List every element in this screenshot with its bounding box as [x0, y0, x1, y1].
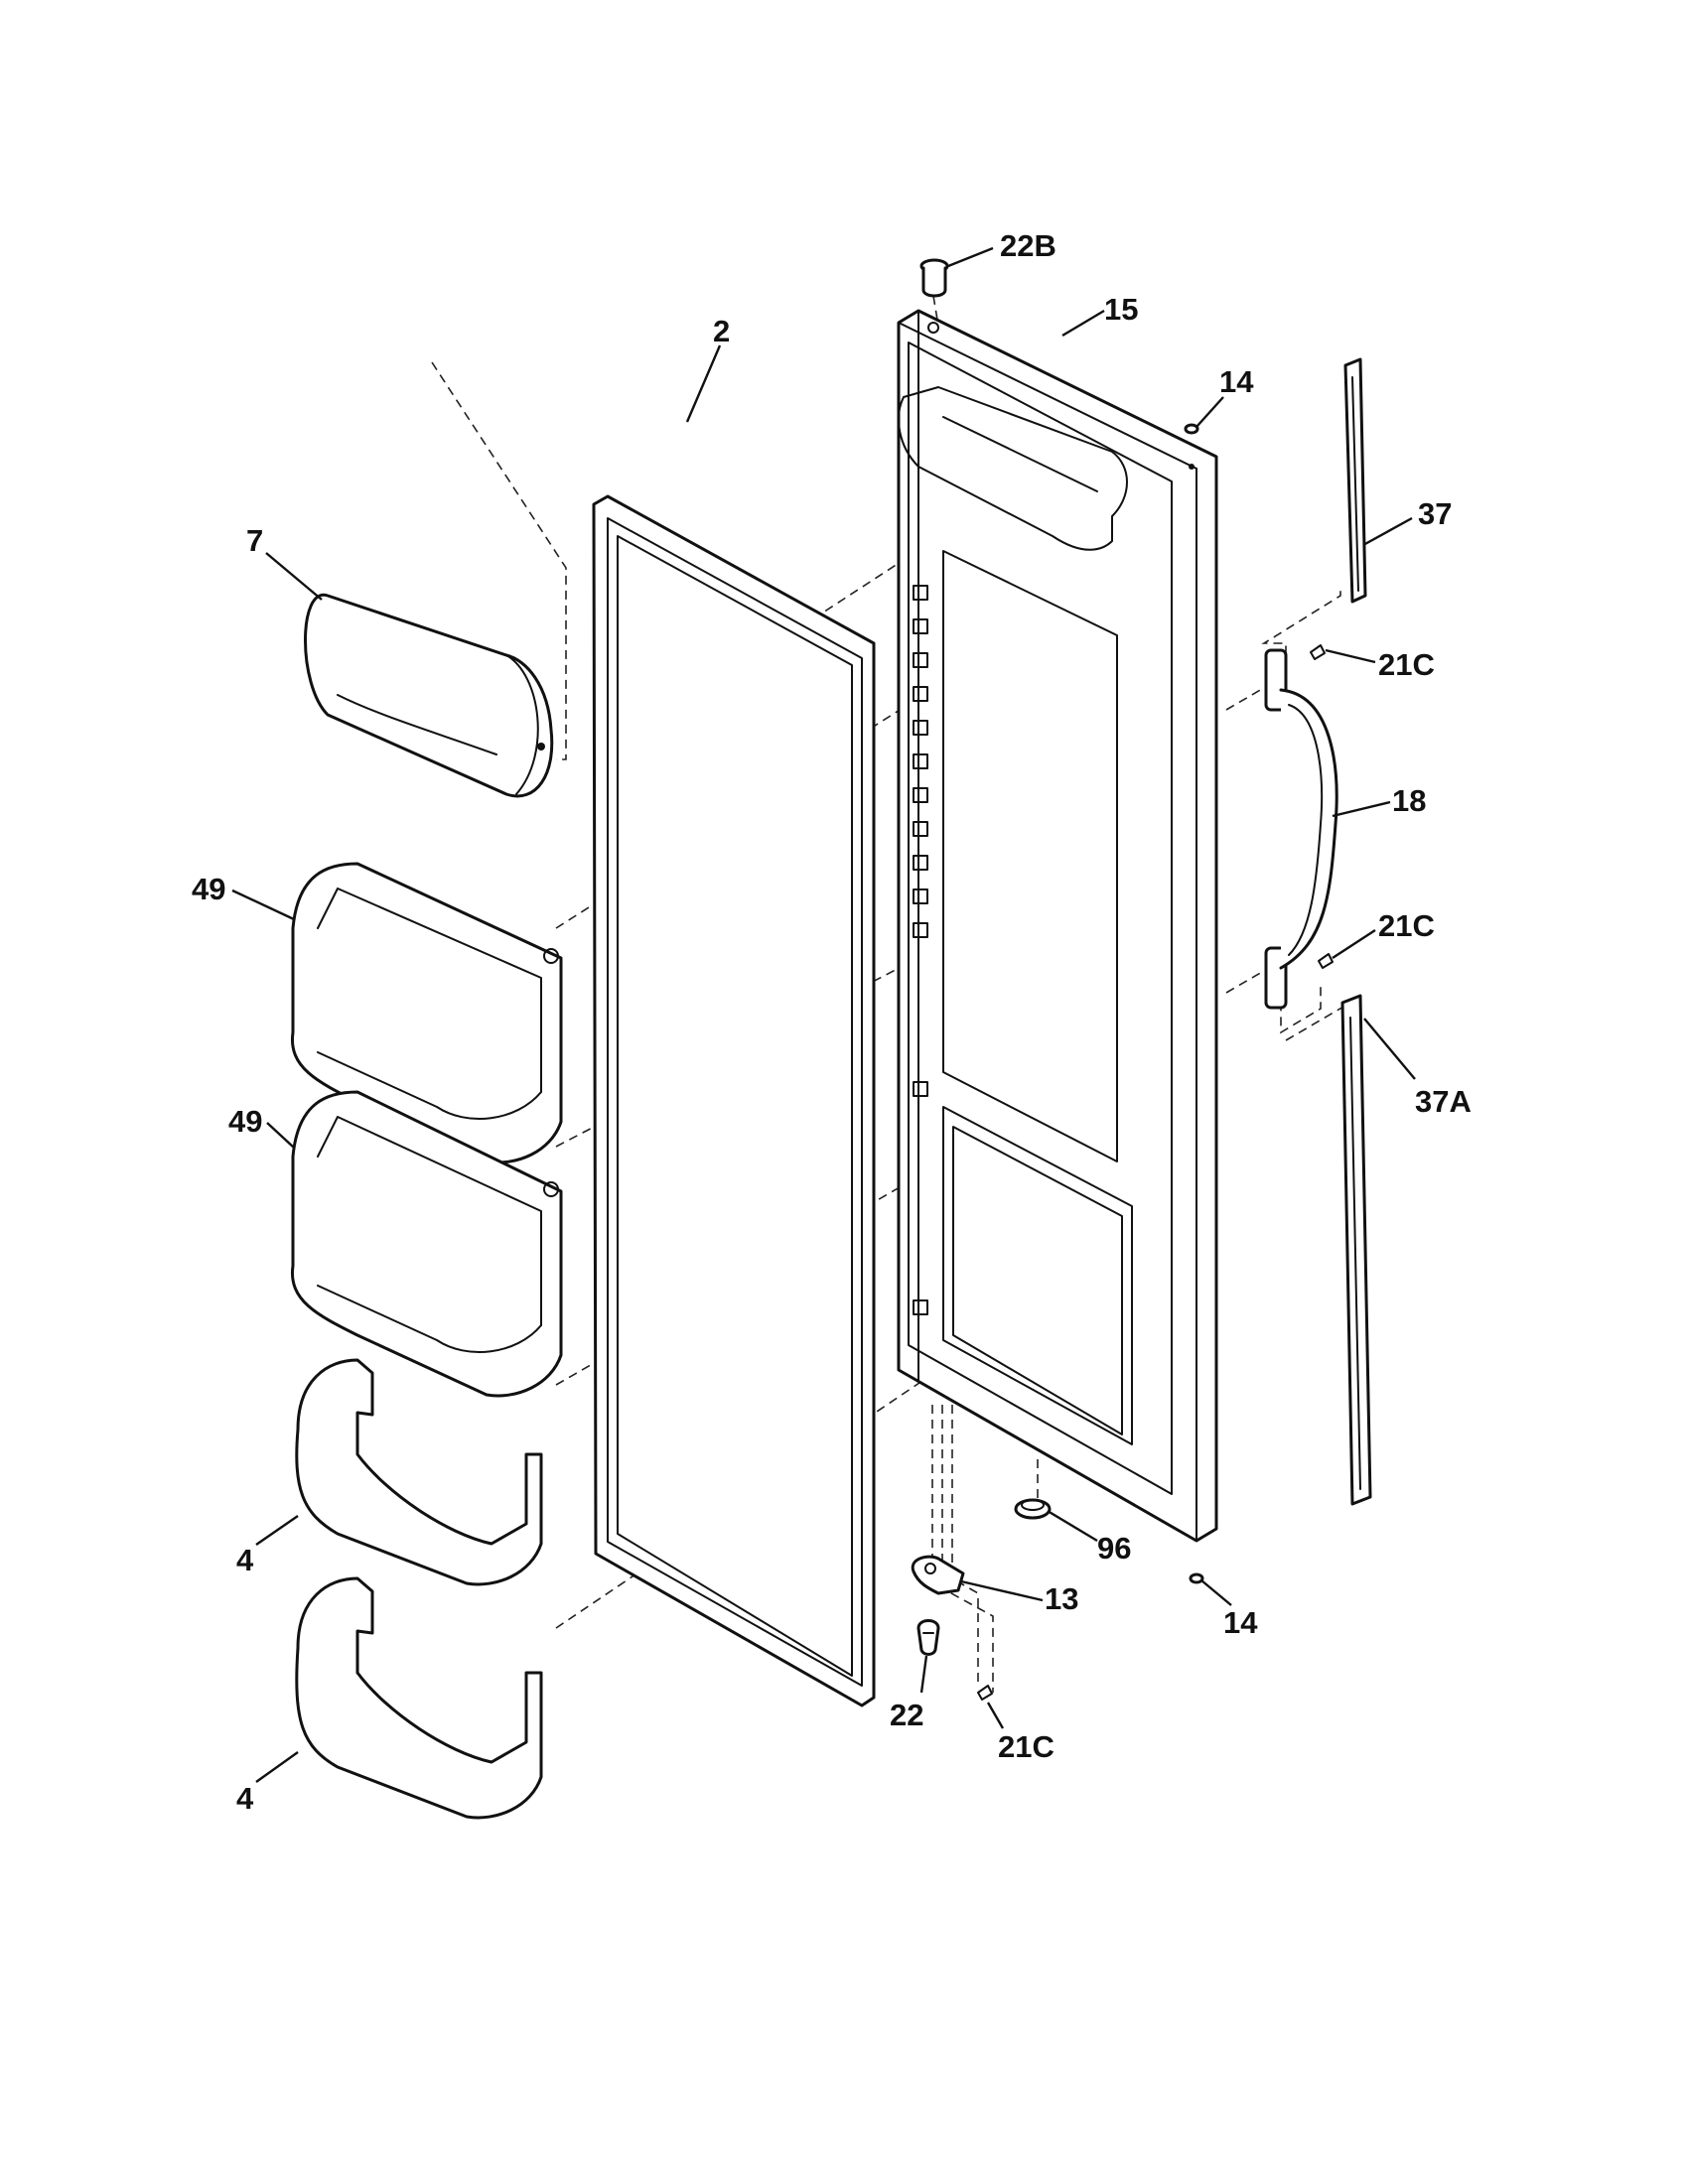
callout-21C-upper: 21C	[1378, 647, 1435, 682]
door-handle-part	[1264, 648, 1338, 1010]
door-shelf-upper-part	[295, 1358, 543, 1586]
door-shelf-lower-part	[295, 1576, 543, 1820]
screw-lower-part	[977, 1685, 993, 1701]
door-gasket-part	[592, 494, 876, 1707]
plug-top-part	[1184, 423, 1199, 435]
door-bin-lower-part	[290, 1090, 563, 1398]
callout-7: 7	[246, 523, 263, 558]
door-bin-upper-part	[290, 862, 563, 1164]
callout-4-lower: 4	[236, 1781, 254, 1816]
handle-trim-lower-part	[1340, 994, 1372, 1506]
callout-22: 22	[890, 1698, 923, 1732]
callout-14-top: 14	[1219, 364, 1254, 399]
hinge-bracket-part	[911, 1555, 965, 1595]
plug-bottom-part	[1189, 1572, 1204, 1584]
callout-49-upper: 49	[192, 872, 225, 906]
callout-4-upper: 4	[236, 1543, 254, 1577]
liner-bin-rail-bumps	[913, 585, 928, 1315]
callout-21C-lower: 21C	[998, 1729, 1055, 1764]
hinge-bushing-top-part	[919, 258, 949, 298]
callout-37: 37	[1418, 496, 1452, 531]
callout-13: 13	[1045, 1581, 1078, 1616]
callout-96: 96	[1097, 1531, 1131, 1566]
screw-upper-part	[1310, 644, 1326, 660]
callout-leader-lines	[231, 246, 1416, 1783]
callout-labels: 22B 15 14 2 7 37 21C 18 49 21C 37A 49 96…	[192, 228, 1472, 1816]
callout-2: 2	[713, 314, 730, 348]
dairy-door-cover-part	[304, 593, 554, 798]
door-liner-part	[897, 309, 1218, 1543]
callout-22B: 22B	[1000, 228, 1056, 263]
callout-14-bottom: 14	[1223, 1605, 1258, 1640]
callout-15: 15	[1104, 292, 1138, 327]
hinge-bushing-bottom-part	[916, 1619, 940, 1656]
callout-18: 18	[1392, 783, 1426, 818]
callout-21C-middle: 21C	[1378, 908, 1435, 943]
bottom-cap-part	[1014, 1498, 1052, 1520]
handle-trim-upper-part	[1343, 357, 1367, 604]
callout-37A: 37A	[1415, 1084, 1472, 1119]
callout-49-lower: 49	[228, 1104, 262, 1139]
screw-middle-part	[1318, 953, 1334, 969]
